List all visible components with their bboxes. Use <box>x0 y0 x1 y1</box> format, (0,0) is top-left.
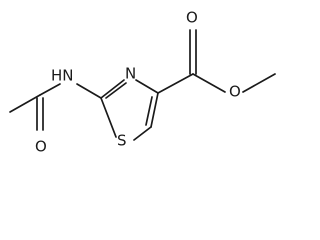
thiazole-s1-to-c2-bond <box>100 97 117 138</box>
structure-svg: HN N S O O O <box>9 9 276 156</box>
atom-label-group: HN N S O O O <box>35 9 241 156</box>
sulfur-label: S <box>117 132 127 150</box>
molecule-structure-diagram: HN N S O O O <box>9 8 276 156</box>
thiazole-c5-to-s1-bond <box>133 126 152 141</box>
amide-oxygen-label: O <box>35 138 47 156</box>
thiazole-nitrogen-label: N <box>125 65 136 83</box>
bond-group <box>9 29 276 141</box>
methyl-to-amide-carbonyl-bond <box>9 94 41 113</box>
thiazole-n3-to-c4-bond <box>135 79 159 94</box>
thiazole-c2-to-n3-bond <box>100 79 125 99</box>
ether-oxygen-to-methyl-bond <box>242 73 276 93</box>
thiazole-c4-to-c5-double-inner <box>145 96 153 126</box>
thiazole-c4-to-c5-bond <box>150 92 159 128</box>
ester-carbon-to-ether-oxygen-bond <box>192 73 226 93</box>
nh-to-thiazole-c2-bond <box>76 83 102 99</box>
thiazole-c2-to-n3-double-inner <box>105 82 127 99</box>
amide-carbon-to-nh-bond <box>39 83 61 96</box>
amide-nitrogen-label: HN <box>51 67 74 85</box>
ester-carbonyl-oxygen-label: O <box>186 9 198 27</box>
ester-ether-oxygen-label: O <box>229 83 241 101</box>
thiazole-c4-to-ester-carbon-bond <box>157 73 194 94</box>
